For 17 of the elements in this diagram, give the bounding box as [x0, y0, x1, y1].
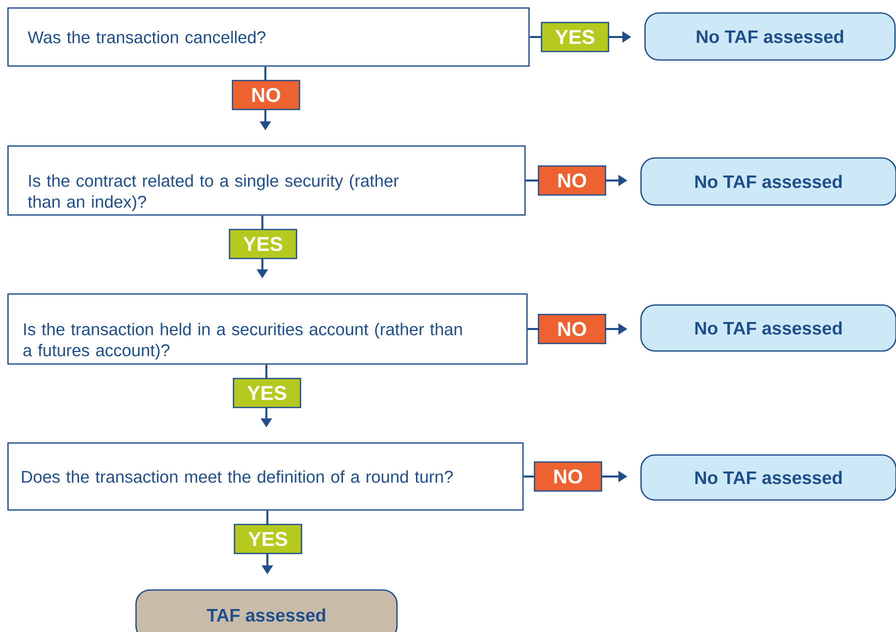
edge-label: NO: [538, 165, 606, 196]
question-box: Was the transaction cancelled?: [7, 7, 530, 67]
question-box: Is the contract related to a single security (rather than an index)?: [7, 145, 526, 216]
outcome-box: No TAF assessed: [640, 157, 896, 206]
edge-label: YES: [234, 524, 302, 554]
edge-label: NO: [534, 461, 602, 492]
edge-label: NO: [538, 314, 606, 344]
outcome-box: No TAF assessed: [640, 304, 896, 352]
question-box: Does the transaction meet the definition of a round turn?: [7, 442, 524, 511]
outcome-box: No TAF assessed: [640, 454, 896, 501]
edge-label: YES: [228, 228, 298, 260]
question-box: Is the transaction held in a securities account (rather than a futures account)?: [7, 293, 528, 365]
edge-label: YES: [232, 378, 302, 408]
edge-label: YES: [540, 22, 610, 52]
outcome-box: No TAF assessed: [644, 12, 896, 61]
edge-label: NO: [232, 80, 300, 110]
outcome-box: TAF assessed: [135, 589, 398, 632]
